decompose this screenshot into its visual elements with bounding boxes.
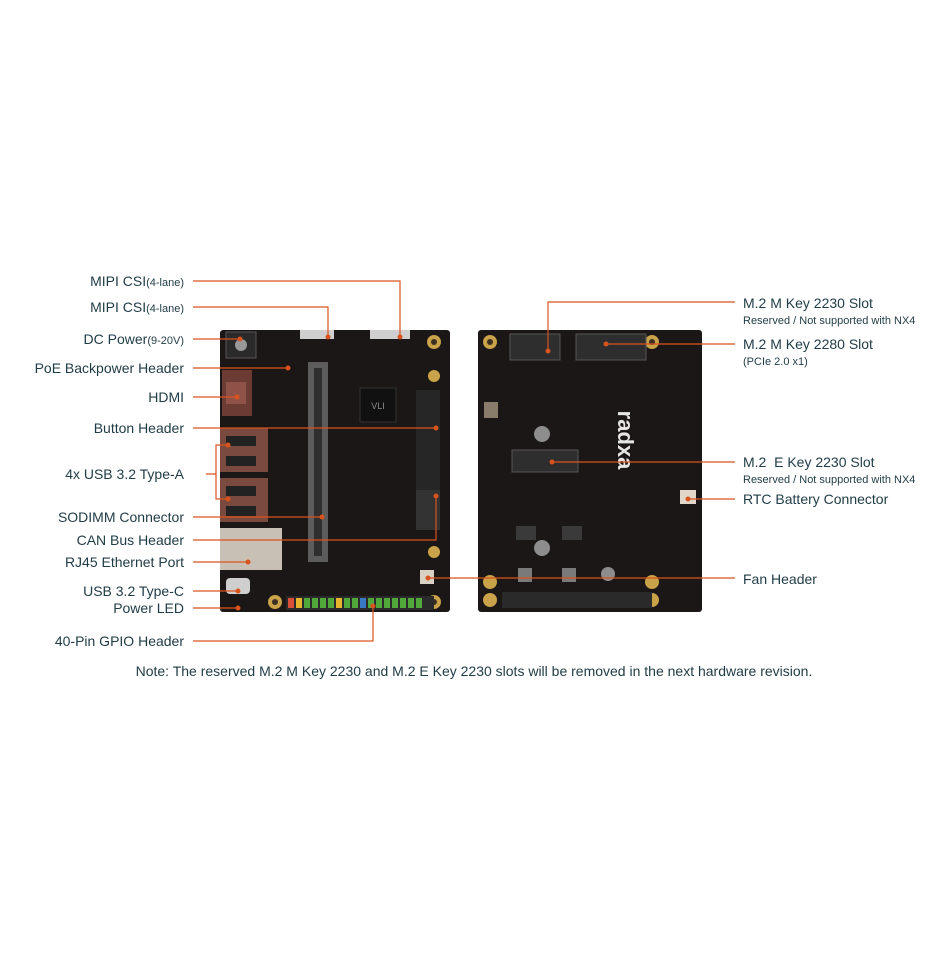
label-usb-type-a: 4x USB 3.2 Type-A [65, 466, 184, 482]
board-top-illustration: VLI [220, 330, 441, 610]
label-can-bus-header: CAN Bus Header [76, 532, 184, 548]
label-m2-m-key-2280: M.2 M Key 2280 Slot (PCIe 2.0 x1) [743, 336, 873, 368]
label-fan-header: Fan Header [743, 571, 817, 587]
label-m2-m-key-2230: M.2 M Key 2230 Slot Reserved / Not suppo… [743, 295, 916, 327]
board-top-view: VLI [220, 330, 450, 612]
brand-logo-text: radxa [613, 411, 638, 470]
label-power-led: Power LED [113, 600, 184, 616]
label-rj45-ethernet-port: RJ45 Ethernet Port [64, 554, 184, 570]
chip-marking: VLI [371, 401, 385, 411]
label-hdmi: HDMI [148, 389, 184, 405]
label-mipi-csi-2: MIPI CSI(4-lane) [90, 299, 184, 315]
label-dc-power: DC Power(9-20V) [83, 331, 184, 347]
footnote: Note: The reserved M.2 M Key 2230 and M.… [135, 663, 813, 679]
label-usb-type-c: USB 3.2 Type-C [83, 583, 184, 599]
label-mipi-csi-1: MIPI CSI(4-lane) [90, 273, 184, 289]
label-m2-e-key-2230: M.2 E Key 2230 Slot Reserved / Not suppo… [743, 454, 916, 486]
label-button-header: Button Header [93, 420, 184, 436]
label-poe-backpower-header: PoE Backpower Header [34, 360, 184, 376]
label-gpio-header: 40-Pin GPIO Header [54, 633, 184, 649]
label-rtc-battery-connector: RTC Battery Connector [743, 491, 889, 507]
label-sodimm-connector: SODIMM Connector [57, 509, 184, 525]
board-bottom-illustration: radxa [483, 333, 696, 608]
board-bottom-view: radxa [478, 330, 702, 612]
